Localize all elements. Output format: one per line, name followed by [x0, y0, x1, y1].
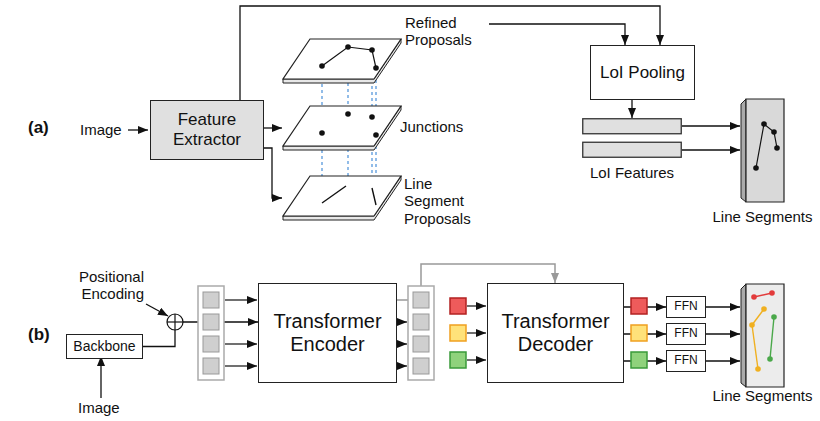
- feature-bars: [582, 118, 682, 158]
- connector-arrow: [706, 360, 740, 361]
- plane-shape: [282, 105, 402, 151]
- figure-label: Refined Proposals: [405, 14, 485, 49]
- feature-vectors: LoI Features: [582, 118, 682, 158]
- feature-arrow: [682, 149, 740, 150]
- box-label: FFN: [674, 327, 697, 341]
- panel-label: (a): [28, 118, 68, 138]
- connector-arrow: [264, 148, 282, 198]
- box-label: LoI Pooling: [600, 63, 685, 83]
- feature-plane: Junctions: [282, 105, 402, 151]
- figure-label: Line Segments: [710, 208, 815, 225]
- object-queries: [450, 298, 486, 368]
- input-tokens: [198, 286, 257, 380]
- box-label: Backbone: [73, 338, 135, 354]
- figure-label: Line Segments: [710, 387, 815, 404]
- output-plane: Line Segments: [740, 283, 785, 383]
- connector-arrow: [631, 100, 632, 118]
- output-plane: [740, 98, 785, 203]
- figure-label: Line Segment Proposals: [404, 175, 476, 227]
- process-box: Transformer Encoder: [258, 283, 397, 383]
- connector-arrow: [489, 24, 625, 45]
- input-arrow: [128, 129, 148, 130]
- box-label: Feature Extractor: [156, 110, 258, 149]
- connector-arrow: [264, 127, 282, 128]
- encoding-arrow: [146, 304, 168, 316]
- decoder-outputs: [631, 298, 647, 368]
- plane-shape: [282, 175, 402, 221]
- connector-arrow: [682, 125, 740, 126]
- ffn-box: FFN: [666, 296, 706, 318]
- process-box: Backbone: [66, 334, 143, 359]
- figure-label: Junctions: [400, 118, 480, 135]
- connector-arrow: [706, 306, 740, 307]
- box-label: Transformer Encoder: [264, 310, 391, 356]
- input-label: Image: [78, 399, 126, 416]
- figure-label: LoI Features: [577, 164, 687, 181]
- box-label: FFN: [674, 300, 697, 314]
- output-plane: [740, 283, 785, 388]
- box-label: FFN: [674, 354, 697, 368]
- ffn-box: FFN: [666, 350, 706, 372]
- plane-shape: [282, 38, 402, 84]
- process-box: Feature Extractor: [150, 100, 264, 160]
- box-label: Transformer Decoder: [493, 310, 618, 356]
- panel-label: (b): [28, 325, 68, 345]
- connector-arrow: [706, 333, 740, 334]
- process-box: LoI Pooling: [590, 45, 695, 100]
- feature-plane: Line Segment Proposals: [282, 175, 402, 221]
- ffn-box: FFN: [666, 323, 706, 345]
- feature-plane: Refined Proposals: [282, 38, 402, 84]
- input-arrow: [100, 356, 101, 398]
- encoder-tokens: [396, 286, 434, 380]
- input-label: Positional Encoding: [64, 268, 144, 303]
- input-label: Image: [80, 121, 128, 138]
- process-box: Transformer Decoder: [487, 283, 624, 383]
- output-plane: Line Segments: [740, 98, 785, 203]
- add-symbol: [167, 314, 183, 330]
